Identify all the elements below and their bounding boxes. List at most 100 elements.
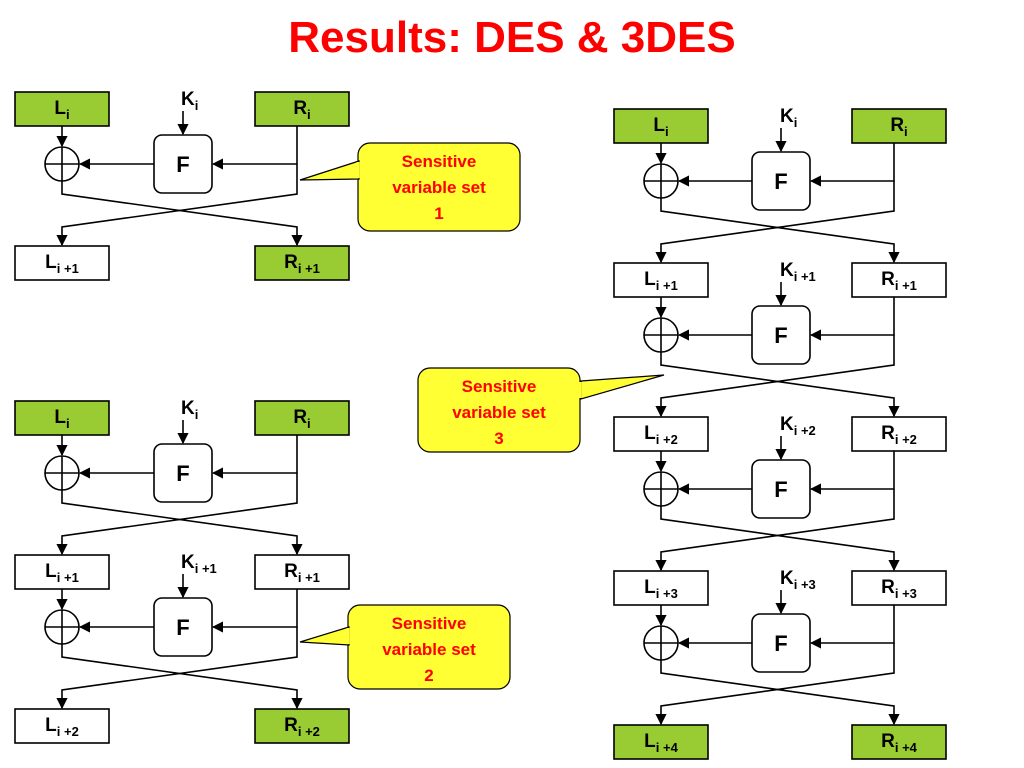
four-rounds-round-1-right-to-next-left (655, 335, 895, 418)
callout-text-line: variable set (382, 640, 476, 659)
callout-box (347, 604, 511, 690)
two-rounds-round-0-right-to-f (211, 435, 298, 479)
one-round-output-left-register-box (14, 245, 110, 281)
two-rounds-round-0-f-function-box (153, 443, 213, 503)
four-rounds-round-3-left-register-label: Li +3 (644, 577, 678, 601)
four-rounds-round-0-f-function-box (751, 151, 811, 211)
four-rounds-round-2-right-register-label-main: R (881, 423, 895, 444)
two-rounds-round-1-f-function-label: F (176, 615, 189, 640)
four-rounds-round-2-left-register-label-main: L (644, 423, 656, 444)
four-rounds-round-2-key-label: Ki +2 (780, 414, 816, 438)
two-rounds-round-0-right-register-label: Ri (293, 407, 310, 431)
one-round-round-0-f-function-label: F (176, 152, 189, 177)
four-rounds-round-2-right-register-box (851, 416, 947, 452)
four-rounds-round-2-right-to-f (809, 451, 895, 495)
callout-text-line: variable set (392, 178, 486, 197)
one-round-round-0-right-register-label-sub: i (307, 107, 311, 122)
two-rounds-round-0-right-register-label-main: R (293, 407, 307, 428)
four-rounds-round-1-key-label-main: K (780, 260, 794, 281)
one-round-round-0-key-label-main: K (181, 89, 195, 110)
one-round-output-right-register-label-sub: i +1 (298, 261, 320, 276)
four-rounds-round-3-right-register-box (851, 570, 947, 606)
callout-box (357, 142, 521, 232)
one-round-round-0-left-register-box (14, 91, 110, 127)
one-round-round-0-f-function-box (153, 134, 213, 194)
four-rounds-round-3-left-register-label-main: L (644, 577, 656, 598)
two-rounds-round-1-right-to-next-left (56, 627, 298, 710)
two-rounds-output-left-register-label-sub: i +2 (57, 724, 79, 739)
four-rounds-round-3-right-register-label-sub: i +3 (895, 586, 917, 601)
callout-pointer (299, 160, 360, 181)
two-rounds-round-0-right-register-label-sub: i (307, 416, 311, 431)
two-rounds-round-1-left-register-label-sub: i +1 (57, 570, 79, 585)
four-rounds-round-1-left-register-label-sub: i +1 (656, 278, 678, 293)
four-rounds-round-0-right-to-f (809, 143, 895, 187)
two-rounds-output-right-register-label-sub: i +2 (298, 724, 320, 739)
two-rounds-round-0-left-register-label: Li (54, 407, 69, 431)
two-rounds-round-0-f-function-label: F (176, 461, 189, 486)
four-rounds-round-1-key-label: Ki +1 (780, 260, 816, 284)
four-rounds-round-2-right-register-label: Ri +2 (881, 423, 917, 447)
four-rounds-round-1-right-register-label-sub: i +1 (895, 278, 917, 293)
two-rounds-round-0-left-register-label-sub: i (66, 416, 70, 431)
four-rounds-round-2-left-register-box (613, 416, 709, 452)
two-rounds-round-0-xor (44, 455, 80, 491)
four-rounds-round-2-right-register-label-sub: i +2 (895, 432, 917, 447)
four-rounds-round-2-f-function-label: F (774, 477, 787, 502)
two-rounds-round-0-left-register-label-main: L (54, 407, 66, 428)
four-rounds-round-1-right-register-label: Ri +1 (881, 269, 917, 293)
four-rounds-round-2-left-register-label-sub: i +2 (656, 432, 678, 447)
four-rounds-output-left-register-label-sub: i +4 (656, 740, 679, 755)
two-rounds-round-1-key-label-main: K (181, 552, 195, 573)
four-rounds-round-1-left-register-label: Li +1 (644, 269, 678, 293)
four-rounds-output-right-register-label-main: R (881, 731, 895, 752)
four-rounds-output-right-register-box (851, 724, 947, 760)
two-rounds-round-1-key-label-sub: i +1 (195, 561, 217, 576)
four-rounds-round-1-left-register-box (613, 262, 709, 298)
four-rounds-round-0-left-register-label: Li (653, 115, 668, 139)
four-rounds-round-2-key-label-sub: i +2 (794, 423, 816, 438)
four-rounds-round-3-key-label-sub: i +3 (794, 577, 816, 592)
two-rounds-round-1-right-register-label-sub: i +1 (298, 570, 320, 585)
four-rounds-round-0-left-register-box (613, 108, 709, 144)
callout-text-line: Sensitive (462, 377, 537, 396)
four-rounds-round-2-xor (643, 471, 679, 507)
two-rounds-round-1-right-register-box (254, 554, 350, 590)
four-rounds-round-1-left-register-label-main: L (644, 269, 656, 290)
two-rounds-round-1-right-to-f (211, 589, 298, 633)
one-round-output-right-register-label: Ri +1 (284, 252, 320, 276)
four-rounds-round-1-f-function-label: F (774, 323, 787, 348)
two-rounds-round-1-left-register-label-main: L (45, 561, 57, 582)
four-rounds-round-0-right-register-label-main: R (890, 115, 904, 136)
four-rounds-round-0-key-label-main: K (780, 106, 794, 127)
callout-pointer (580, 374, 665, 400)
four-rounds-round-3-right-register-label-main: R (881, 577, 895, 598)
two-rounds-round-0-right-to-next-left (56, 473, 298, 556)
two-rounds-round-1-right-register-label-main: R (284, 561, 298, 582)
four-rounds-round-0-key-label-sub: i (794, 115, 798, 130)
four-rounds-round-3-key-label: Ki +3 (780, 568, 816, 592)
slide-title: Results: DES & 3DES (288, 13, 736, 62)
one-round-output-right-register-label-main: R (284, 252, 298, 273)
one-round-output-right-register-box (254, 245, 350, 281)
two-rounds-round-1-f-function-box (153, 597, 213, 657)
two-rounds-output-right-register-box (254, 708, 350, 744)
callout-box (417, 367, 581, 453)
four-rounds-round-3-left-register-label-sub: i +3 (656, 586, 678, 601)
one-round-round-0-xor (44, 146, 80, 182)
one-round-round-0-right-register-label: Ri (293, 98, 310, 122)
four-rounds-round-2-right-to-next-left (655, 489, 895, 572)
four-rounds-round-1-f-function-box (751, 305, 811, 365)
one-round-round-0-right-to-next-left (56, 164, 298, 247)
callout-pointer (299, 626, 350, 646)
four-rounds-round-1-xor (643, 317, 679, 353)
one-round-round-0-key-label-sub: i (195, 98, 199, 113)
four-rounds-round-3-right-to-next-left (655, 643, 895, 726)
two-rounds-round-1-left-register-label: Li +1 (45, 561, 79, 585)
two-rounds-round-0-key-label: Ki (181, 398, 198, 422)
four-rounds-round-2-key-label-main: K (780, 414, 794, 435)
one-round-round-0-right-to-f (211, 126, 298, 170)
one-round-round-0-left-register-label: Li (54, 98, 69, 122)
